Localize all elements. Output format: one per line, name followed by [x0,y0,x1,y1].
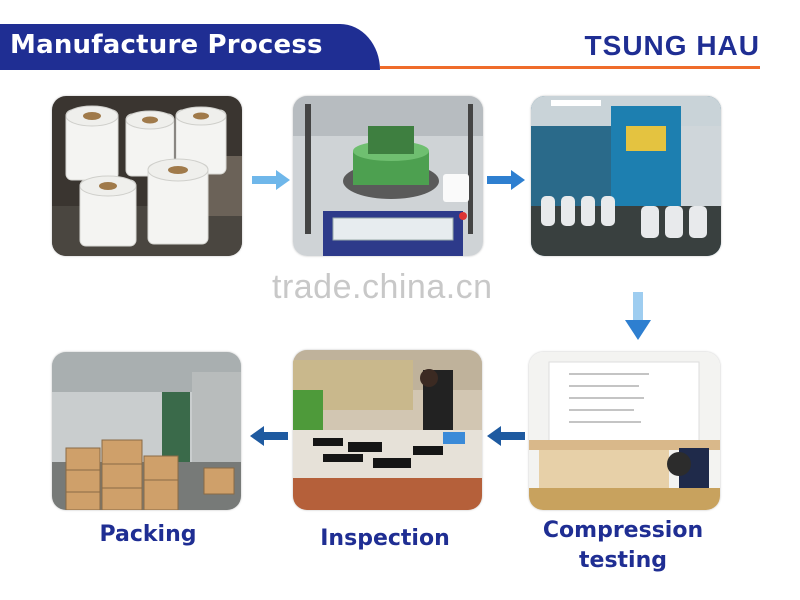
compression-label-line2: testing [579,548,667,573]
arrow-down-icon [625,292,651,340]
compression-testing-photo [529,352,720,510]
inspection-label: Inspection [320,526,450,551]
compression-label-line1: Compression [542,518,704,543]
watermark-text: trade.china.cn [272,268,493,306]
knitting-machine-photo [293,96,483,256]
inspection-photo [293,350,482,510]
header-banner [0,24,380,70]
arrow-right-icon [252,170,290,190]
page-title: Manufacture Process [10,30,323,60]
arrow-left-icon [250,426,288,446]
brand-logo-text: TSUNG HAU [584,30,760,61]
packing-photo [52,352,241,510]
arrow-left-icon [487,426,525,446]
setting-machine-photo [531,96,721,256]
yarn-spools-photo [52,96,242,256]
compression-testing-label: Compression testing [523,516,723,576]
packing-label: Packing [99,522,197,547]
header-divider [380,66,760,69]
arrow-right-icon [487,170,525,190]
